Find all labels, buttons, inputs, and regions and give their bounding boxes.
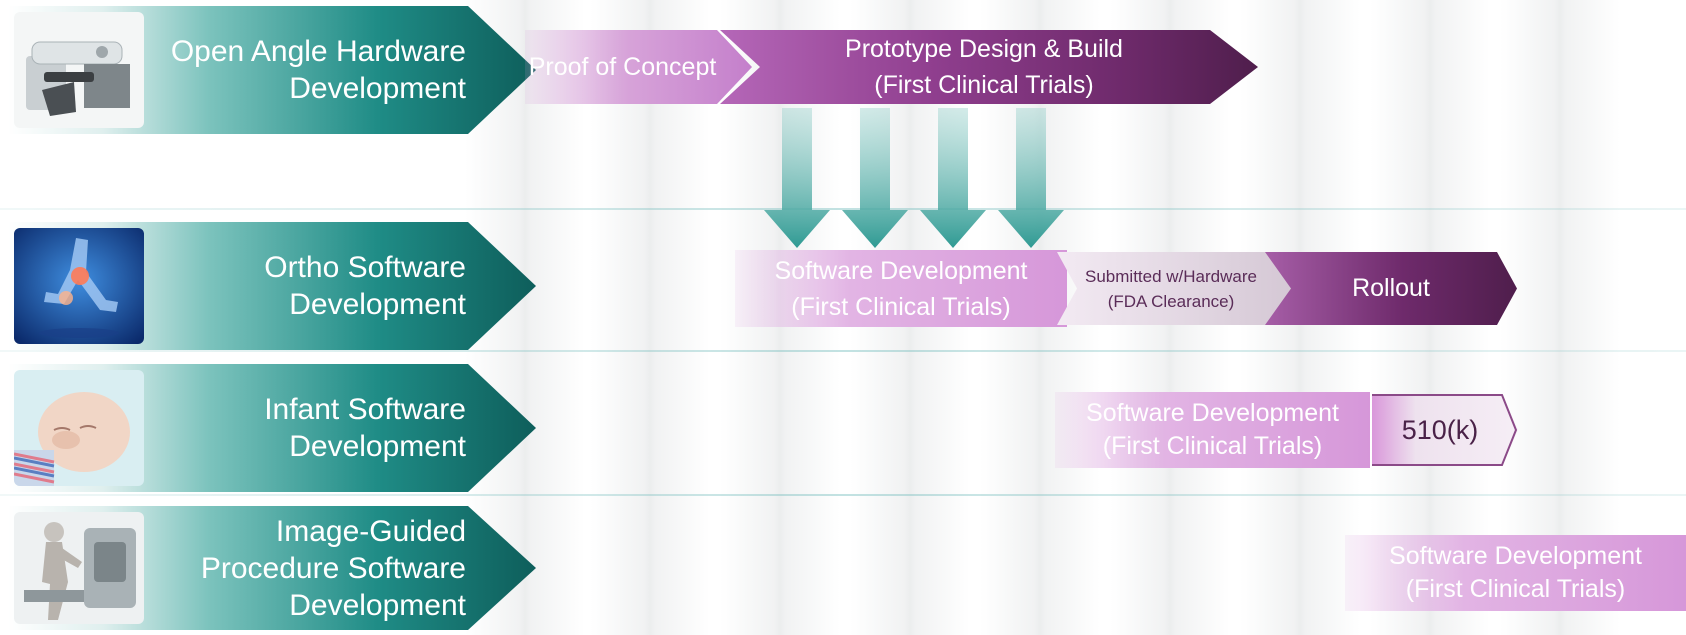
down-arrow-icon — [998, 108, 1064, 248]
patient-in-scanner-illustration — [14, 512, 144, 624]
down-arrow-icon — [764, 108, 830, 248]
stage-510k: 510(k) — [1372, 394, 1518, 466]
stage-submitted-fda: Submitted w/Hardware (FDA Clearance) — [1057, 252, 1297, 325]
grid-column — [1500, 0, 1620, 635]
transfer-arrows — [764, 108, 1064, 248]
hardware-device-photo — [14, 12, 144, 128]
grid-column — [590, 0, 710, 635]
row-divider — [0, 208, 1686, 210]
stage-510k-outline — [1372, 394, 1518, 466]
category-hardware: Open Angle Hardware Development — [8, 6, 536, 134]
stage-image-guided-software-development: Software Development (First Clinical Tri… — [1345, 535, 1686, 611]
category-label: Infant Software Development — [264, 393, 466, 463]
stage-infant-software-development: Software Development (First Clinical Tri… — [1055, 392, 1370, 468]
row-divider — [0, 350, 1686, 352]
down-arrow-icon — [920, 108, 986, 248]
stage-ortho-software-development: Software Development (First Clinical Tri… — [735, 250, 1067, 327]
down-arrow-icon — [842, 108, 908, 248]
running-leg-xray-photo — [14, 228, 144, 344]
category-infant: Infant Software Development — [8, 364, 536, 492]
category-ortho: Ortho Software Development — [8, 222, 536, 350]
category-label: Open Angle Hardware Development — [170, 35, 466, 105]
row-divider — [0, 494, 1686, 496]
stage-proof-of-concept: Proof of Concept — [525, 30, 752, 104]
sleeping-infant-photo — [14, 370, 144, 486]
stage-prototype-design: Prototype Design & Build (First Clinical… — [720, 30, 1258, 104]
category-label: Ortho Software Development — [264, 251, 466, 321]
category-label: Image-Guided Procedure Software Developm… — [200, 514, 466, 622]
stage-rollout: Rollout — [1265, 252, 1517, 325]
category-image-guided: Image-Guided Procedure Software Developm… — [8, 506, 536, 630]
